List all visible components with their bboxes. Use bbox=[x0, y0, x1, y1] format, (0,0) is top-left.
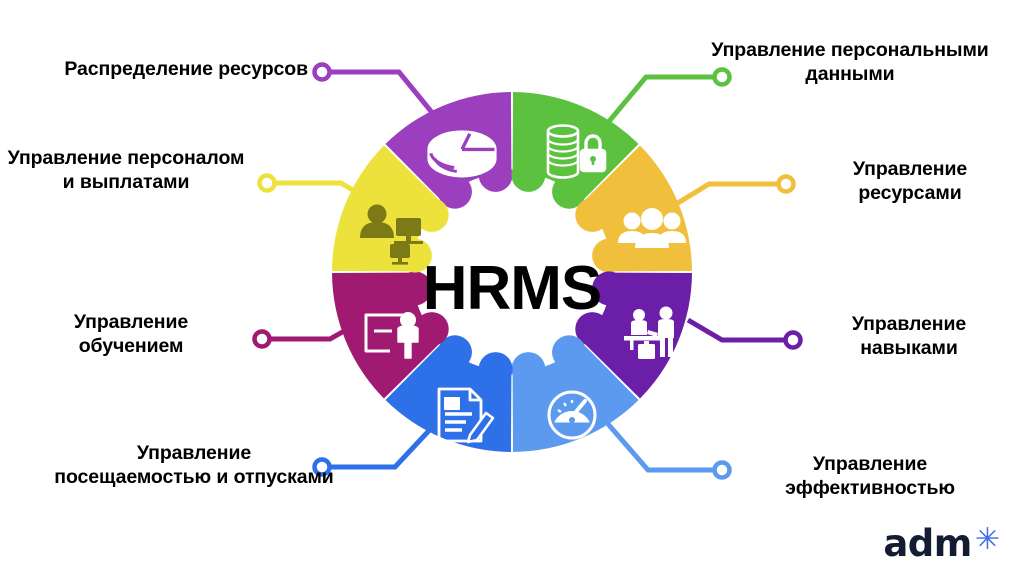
label-personal-data[interactable]: Управление персональными данными bbox=[711, 39, 989, 86]
label-resource-allocation[interactable]: Распределение ресурсов bbox=[64, 58, 308, 80]
connector-performance-management bbox=[606, 422, 732, 480]
wheel-segment-skills-management[interactable] bbox=[559, 240, 705, 404]
wheel-segment-attendance-management[interactable] bbox=[380, 319, 544, 465]
label-skills-management[interactable]: Управление навыками bbox=[851, 313, 967, 360]
group-of-people-icon bbox=[618, 208, 686, 248]
interview-desk-icon bbox=[624, 306, 674, 359]
connector-lines bbox=[252, 62, 803, 480]
connector-attendance-management bbox=[312, 420, 439, 477]
presenter-whiteboard-icon bbox=[364, 312, 419, 359]
wheel-segment-resource-management[interactable] bbox=[559, 140, 705, 304]
wheel-segment-performance-management[interactable] bbox=[480, 319, 644, 465]
adm-logo: adm ✳ bbox=[883, 522, 1000, 565]
logo-asterisk-icon: ✳ bbox=[974, 522, 1000, 557]
label-resource-management[interactable]: Управление ресурсами bbox=[852, 158, 968, 205]
gauge-icon bbox=[547, 390, 597, 440]
label-performance-management[interactable]: Управление эффективностью bbox=[785, 453, 955, 500]
connector-skills-management bbox=[686, 317, 803, 350]
document-pencil-icon bbox=[437, 387, 495, 444]
pie-chart-stack-icon bbox=[427, 130, 497, 178]
label-attendance-management[interactable]: Управление посещаемостью и отпусками bbox=[54, 442, 334, 489]
label-hr-payroll[interactable]: Управление персоналом и выплатами bbox=[7, 147, 245, 194]
coins-lock-icon bbox=[546, 124, 607, 179]
connector-personal-data bbox=[594, 67, 732, 139]
wheel-segment-training-management[interactable] bbox=[319, 240, 465, 404]
wheel-segment-personal-data[interactable] bbox=[480, 79, 644, 225]
user-org-chart-icon bbox=[360, 204, 423, 265]
logo-wordmark: adm bbox=[883, 522, 972, 565]
label-training-management[interactable]: Управление обучением bbox=[73, 311, 189, 358]
connector-resource-management bbox=[666, 174, 796, 212]
